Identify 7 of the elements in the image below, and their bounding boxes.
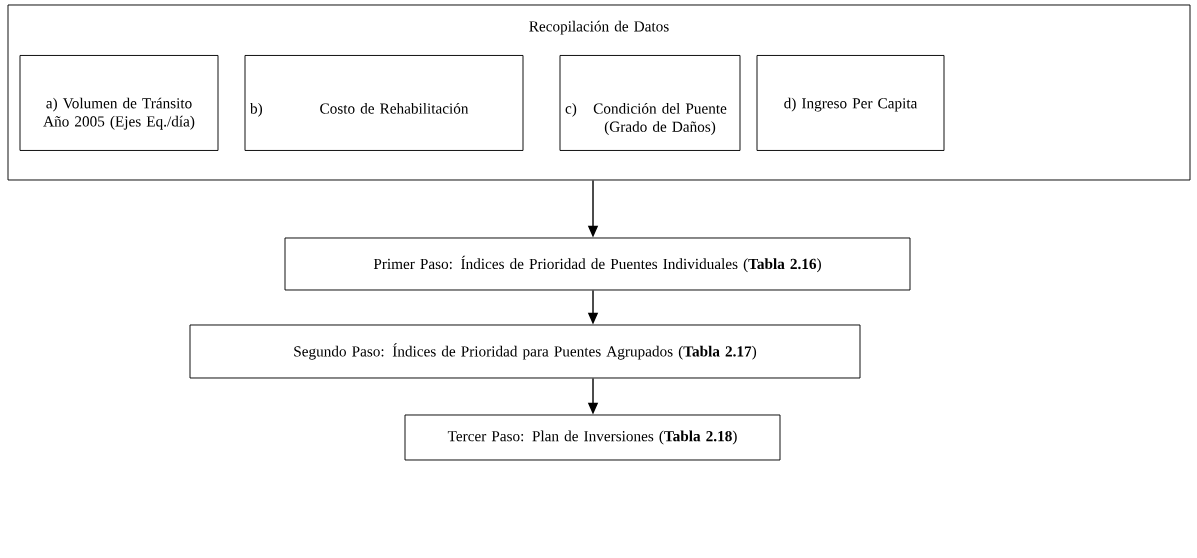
data-box: d) Ingreso Per Capita xyxy=(756,55,945,151)
data-box: c) Condición del Puente (Grado de Daños) xyxy=(559,55,741,151)
step-box: Segundo Paso: Índices de Prioridad para Puentes Agrupados (Tabla 2.17) xyxy=(189,324,861,379)
step-box: Tercer Paso: Plan de Inversiones (Tabla 2.18) xyxy=(404,414,781,461)
data-box: a) Volumen de Tránsito Año 2005 (Ejes Eq./día) xyxy=(19,55,219,151)
step-box: Primer Paso: Índices de Prioridad de Puentes Individuales (Tabla 2.16) xyxy=(284,237,911,291)
data-box: b) Costo de Rehabilitación xyxy=(244,55,524,151)
